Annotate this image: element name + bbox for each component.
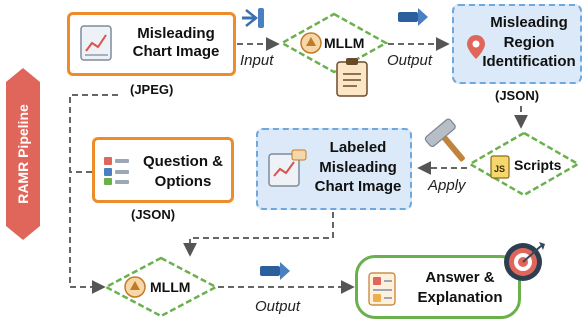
answer-line2: Explanation [417, 289, 503, 307]
arrow-icon [398, 8, 428, 26]
location-pin-icon [467, 35, 485, 59]
question-line2: Options [154, 173, 212, 191]
answer-node: Answer & Explanation [355, 255, 521, 319]
pipeline-sidebar: RAMR Pipeline [6, 68, 40, 240]
mllm-bottom-node: MLLM [103, 256, 219, 318]
question-line1: Question & [142, 153, 223, 170]
edge-labeled-down [183, 212, 334, 257]
labeled-line3: Chart Image [314, 178, 402, 195]
question-node: Question & Options [92, 137, 234, 203]
mllm-top-diamond [279, 12, 389, 74]
brain-icon [124, 276, 146, 298]
mllm-top-label: MLLM [324, 35, 365, 51]
edge-label-output-bottom: Output [255, 298, 301, 315]
chart-icon [80, 25, 112, 61]
question-format: (JSON) [131, 207, 176, 222]
region-line1: Misleading [490, 14, 568, 31]
network-icon [242, 8, 264, 28]
chart-image-node: Misleading Chart Image [67, 12, 236, 76]
mllm-top-node: MLLM [279, 12, 389, 74]
region-line2: Region [503, 33, 555, 51]
edge-label-output-top: Output [387, 52, 433, 69]
sidebar-shape [6, 68, 40, 240]
labeled-line1: Labeled [329, 139, 387, 156]
form-icon [368, 272, 396, 306]
edge-label-apply: Apply [428, 177, 466, 194]
region-node: Misleading Region Identification [452, 4, 582, 84]
js-file-icon: JS [490, 155, 510, 179]
labeled-node: Labeled Misleading Chart Image [256, 128, 412, 210]
region-format: (JSON) [495, 88, 540, 103]
edge-image-loop [69, 94, 118, 294]
scripts-node: JS Scripts [467, 131, 581, 197]
hammer-icon [424, 118, 465, 162]
chart-icon [268, 149, 307, 187]
labeled-line2: Misleading [319, 158, 397, 176]
arrow-icon [260, 262, 290, 280]
answer-line1: Answer & [425, 269, 495, 286]
edge-label-input: Input [240, 52, 274, 69]
brain-icon [300, 32, 322, 54]
chart-image-line2: Chart Image [132, 43, 220, 60]
chart-image-line1: Misleading [137, 25, 215, 42]
svg-text:JS: JS [494, 164, 505, 174]
scripts-label: Scripts [514, 157, 562, 173]
region-line3: Identification [482, 53, 576, 70]
mllm-bottom-diamond [103, 256, 219, 318]
form-icon [104, 157, 129, 185]
mllm-bottom-label: MLLM [150, 279, 191, 295]
scripts-diamond [467, 131, 581, 197]
chart-image-format: (JPEG) [130, 82, 174, 97]
